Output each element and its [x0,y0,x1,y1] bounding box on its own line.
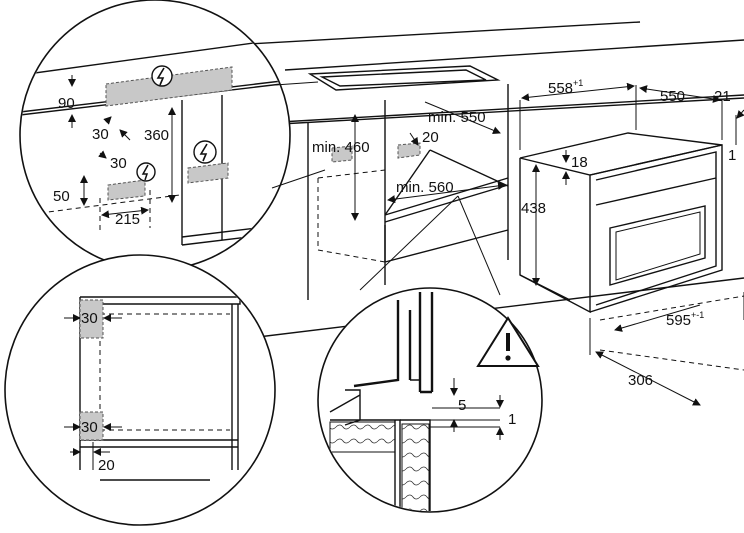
niche-offset-label: 20 [422,129,439,146]
oven-dimensions: 558+1 550 21 1 18 438 595+-1 306 [519,78,744,406]
power-icon [136,162,156,182]
front-width-label: 595+-1 [666,310,704,329]
socket-zone-height-label: 360 [144,127,169,144]
socket-width-label: 215 [115,211,140,228]
warning-icon [476,316,540,367]
socket-small-gap-label: 30 [110,155,127,172]
socket-height-label: 50 [53,188,70,205]
niche-width-label: min. 560 [396,179,454,196]
mounting-detail-circle: 5 1 [317,195,543,513]
socket-gap-label: 30 [92,126,109,143]
detail-gap-label: 5 [458,397,466,414]
vent-gap-bottom-label: 30 [81,419,98,436]
oven [519,132,723,314]
vent-gap-top-label: 30 [81,310,98,327]
power-icon [193,140,217,164]
worktop-offset-label: 90 [58,95,75,112]
niche-depth-label: min. 550 [428,109,486,126]
detail-step-label: 1 [508,411,516,428]
power-icon [151,65,173,87]
ventilation-detail-circle: 30 30 20 [4,254,276,526]
top-gap-label: 18 [571,154,588,171]
oven-height-label: 438 [521,200,546,217]
socket-detail-circle: 90 30 360 30 50 215 [19,0,291,271]
oven-width-label: 558+1 [548,78,583,97]
hob [307,65,501,91]
kitchen-scene [229,21,744,339]
door-swing-label: 306 [628,372,653,389]
niche-dimensions: min. 460 min. 550 20 min. 560 [312,101,506,221]
side-gap-label: 20 [98,457,115,474]
front-side-label: 1 [728,147,736,164]
oven-depth-label: 550 [660,88,685,105]
front-thickness-label: 21 [714,88,731,105]
niche-height-label: min. 460 [312,139,370,156]
